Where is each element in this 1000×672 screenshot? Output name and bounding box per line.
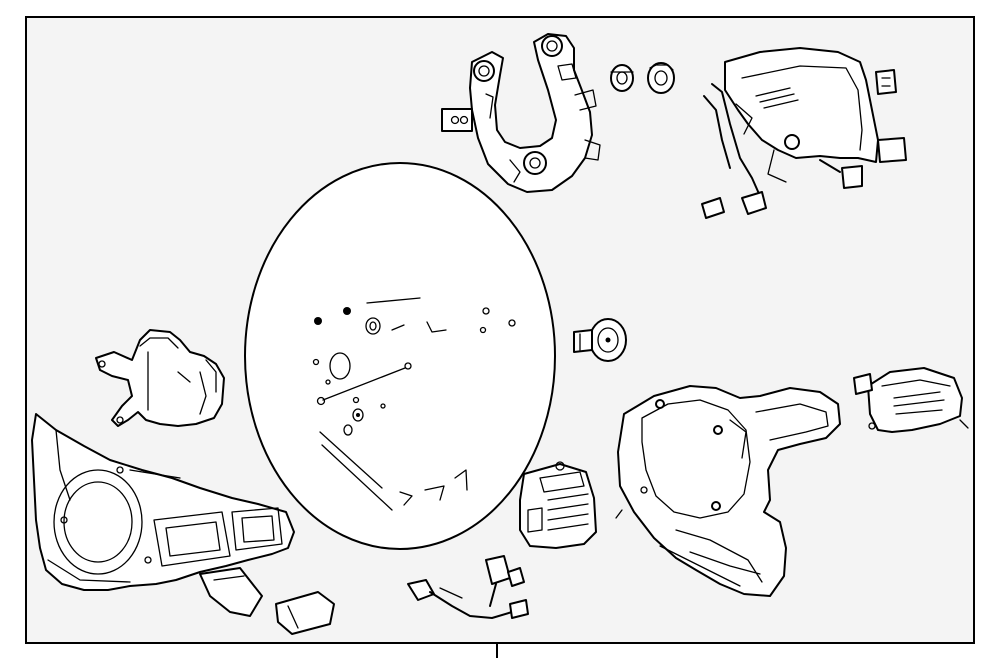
left-switch-bracket-part[interactable] (95, 329, 225, 427)
small-cover-cap-part[interactable] (275, 591, 335, 635)
small-bushing-part[interactable] (610, 64, 634, 92)
wiring-harness-cover-part[interactable] (701, 47, 907, 219)
wheel-trim-shroud-part[interactable] (615, 385, 841, 597)
right-switch-module-part[interactable] (853, 367, 969, 433)
control-module-part[interactable] (519, 461, 597, 549)
wiring-connector-part[interactable] (407, 555, 529, 619)
horn-contact-screw-part[interactable] (573, 318, 627, 362)
small-nut-part[interactable] (647, 62, 675, 94)
lower-trim-bezel-part[interactable] (31, 413, 295, 617)
steering-wheel-part[interactable] (244, 162, 556, 550)
steering-column-bracket[interactable] (441, 33, 601, 193)
